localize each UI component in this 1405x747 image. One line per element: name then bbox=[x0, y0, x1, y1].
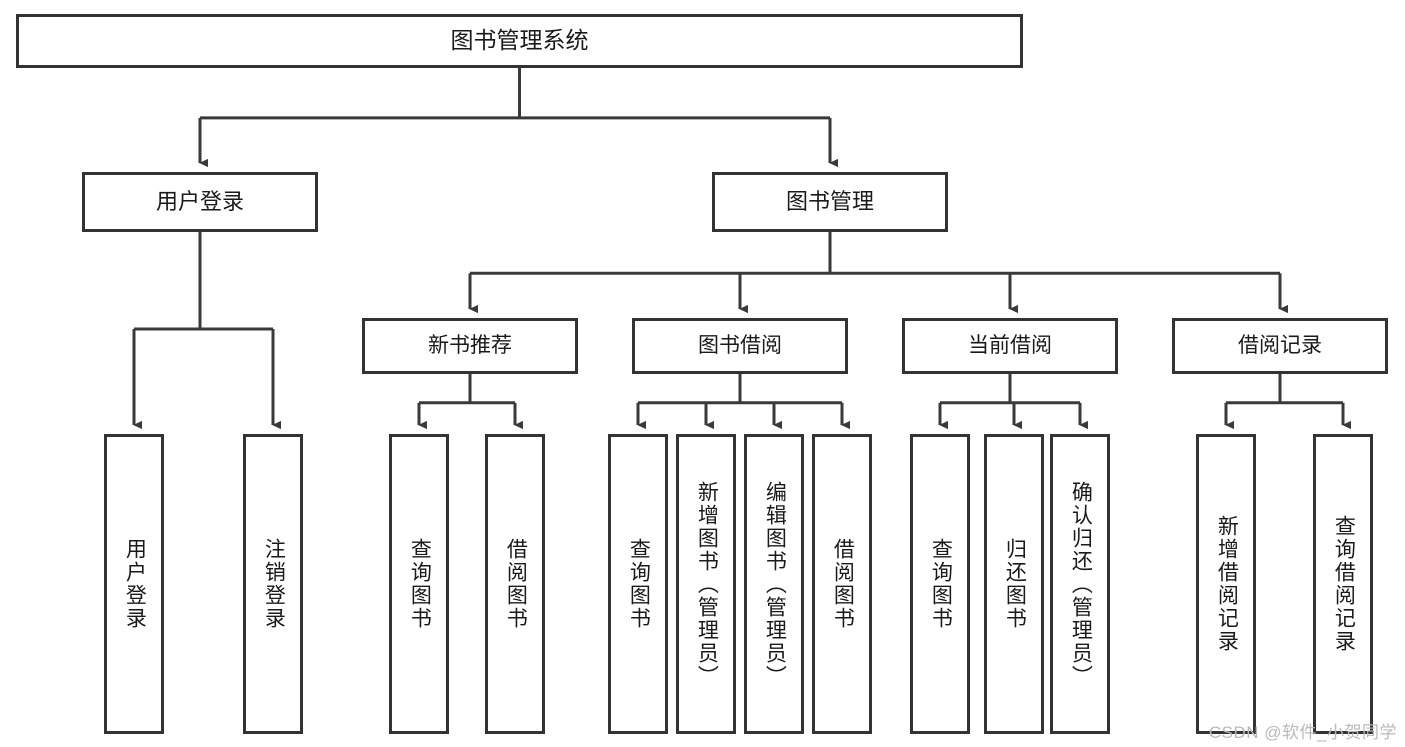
node-leaf-query-borrow-record[interactable]: 查询借阅记录 bbox=[1313, 434, 1373, 734]
node-label: 编辑图书（管理员） bbox=[763, 480, 787, 688]
node-leaf-confirm-return[interactable]: 确认归还（管理员） bbox=[1050, 434, 1110, 734]
node-borrow-record[interactable]: 借阅记录 bbox=[1172, 318, 1388, 374]
node-leaf-borrow-book-2[interactable]: 借阅图书 bbox=[812, 434, 872, 734]
node-label: 图书管理系统 bbox=[450, 27, 589, 54]
node-label: 当前借阅 bbox=[968, 333, 1052, 357]
node-leaf-user-login[interactable]: 用户登录 bbox=[104, 434, 164, 734]
node-book-borrow[interactable]: 图书借阅 bbox=[632, 318, 848, 374]
node-label: 用户登录 bbox=[123, 538, 147, 630]
node-label: 查询借阅记录 bbox=[1332, 515, 1356, 653]
node-label: 新增借阅记录 bbox=[1215, 515, 1239, 653]
node-label: 图书借阅 bbox=[698, 333, 782, 357]
node-leaf-query-book-1[interactable]: 查询图书 bbox=[389, 434, 449, 734]
node-label: 借阅图书 bbox=[831, 538, 855, 630]
node-leaf-query-book-3[interactable]: 查询图书 bbox=[910, 434, 970, 734]
node-label: 图书管理 bbox=[785, 189, 874, 215]
node-label: 归还图书 bbox=[1003, 538, 1027, 630]
node-label: 查询图书 bbox=[929, 538, 953, 630]
node-user-login[interactable]: 用户登录 bbox=[82, 172, 318, 232]
node-leaf-add-book[interactable]: 新增图书（管理员） bbox=[676, 434, 736, 734]
node-book-management[interactable]: 图书管理 bbox=[712, 172, 948, 232]
node-leaf-add-borrow-record[interactable]: 新增借阅记录 bbox=[1196, 434, 1256, 734]
node-leaf-borrow-book-1[interactable]: 借阅图书 bbox=[485, 434, 545, 734]
watermark-text: CSDN @软件_小贺同学 bbox=[1208, 723, 1397, 742]
node-leaf-edit-book[interactable]: 编辑图书（管理员） bbox=[744, 434, 804, 734]
node-label: 用户登录 bbox=[155, 189, 244, 215]
node-label: 查询图书 bbox=[408, 538, 432, 630]
node-label: 查询图书 bbox=[627, 538, 651, 630]
node-new-book-recommend[interactable]: 新书推荐 bbox=[362, 318, 578, 374]
node-leaf-query-book-2[interactable]: 查询图书 bbox=[608, 434, 668, 734]
node-label: 注销登录 bbox=[262, 538, 286, 630]
node-current-borrow[interactable]: 当前借阅 bbox=[902, 318, 1118, 374]
node-label: 确认归还（管理员） bbox=[1069, 480, 1093, 688]
node-label: 借阅记录 bbox=[1238, 333, 1322, 357]
node-label: 新增图书（管理员） bbox=[695, 480, 719, 688]
node-leaf-user-logout[interactable]: 注销登录 bbox=[243, 434, 303, 734]
node-root[interactable]: 图书管理系统 bbox=[16, 14, 1023, 68]
node-label: 新书推荐 bbox=[428, 333, 512, 357]
node-label: 借阅图书 bbox=[504, 538, 528, 630]
node-leaf-return-book[interactable]: 归还图书 bbox=[984, 434, 1044, 734]
